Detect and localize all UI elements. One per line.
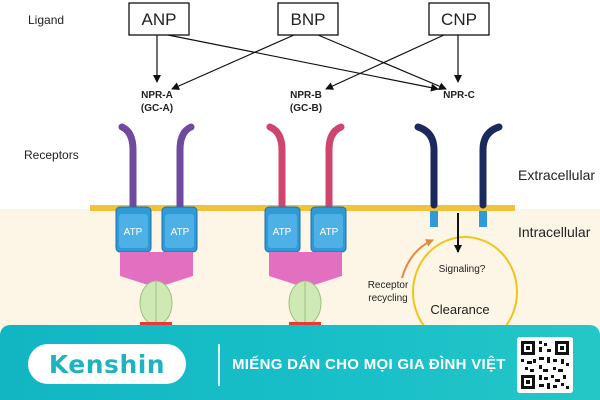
- arrow-anp-nprc: [167, 34, 439, 92]
- recycling-text-2: recycling: [368, 293, 407, 304]
- cell-membrane: [90, 205, 515, 211]
- npr-b-label: NPR-B: [290, 90, 322, 101]
- ligand-cnp-text: CNP: [441, 10, 477, 29]
- clearance-text: Clearance: [430, 302, 489, 317]
- recycling-text-1: Receptor: [368, 280, 409, 291]
- brand-logo[interactable]: Kenshin: [28, 344, 186, 384]
- clearance-circle: [412, 236, 518, 330]
- receptors-label: Receptors: [24, 148, 79, 162]
- ligand-label: Ligand: [28, 13, 64, 27]
- brand-logo-text: Kenshin: [48, 349, 166, 379]
- ligand-bnp-box: BNP: [277, 2, 339, 36]
- natriuretic-peptide-diagram: Ligand Receptors Extracellular Intracell…: [0, 2, 600, 330]
- npr-a-label: NPR-A: [141, 90, 173, 101]
- npr-b-receptor: ATP ATP: [264, 123, 347, 330]
- npr-a-atp-text-left: ATP: [124, 227, 143, 238]
- npr-b-atp-text-right: ATP: [320, 227, 339, 238]
- intracellular-label: Intracellular: [518, 224, 591, 240]
- banner-slogan: MIẾNG DÁN CHO MỌI GIA ĐÌNH VIỆT: [232, 356, 506, 373]
- npr-c-label: NPR-C: [443, 90, 475, 101]
- ligand-cnp-box: CNP: [428, 2, 490, 36]
- extracellular-label: Extracellular: [518, 167, 595, 183]
- arrow-cnp-nprb: [325, 34, 445, 90]
- recycling-arrow: [401, 239, 434, 279]
- qr-code-icon[interactable]: [517, 337, 573, 393]
- ligand-anp-text: ANP: [142, 10, 177, 29]
- npr-a-atp-text-right: ATP: [171, 227, 190, 238]
- npr-b-atp-text-left: ATP: [273, 227, 292, 238]
- arrow-bnp-nprc: [317, 34, 447, 90]
- npr-b-sub: (GC-B): [290, 103, 322, 114]
- ligand-anp-box: ANP: [128, 2, 190, 36]
- signaling-text: Signaling?: [439, 264, 486, 275]
- ligand-bnp-text: BNP: [291, 10, 326, 29]
- binding-arrows: [153, 34, 462, 92]
- banner-divider: [218, 344, 220, 386]
- arrow-bnp-npra: [171, 34, 295, 90]
- npr-a-sub: (GC-A): [141, 103, 173, 114]
- npr-c-receptor: [414, 123, 503, 227]
